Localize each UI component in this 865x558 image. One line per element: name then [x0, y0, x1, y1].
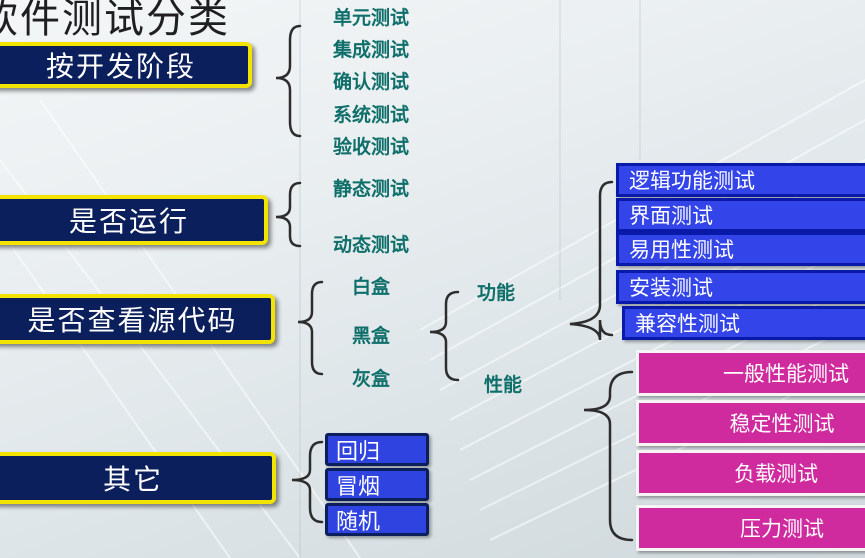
- other-smoke: 冒烟: [325, 468, 429, 501]
- other-smoke-label: 冒烟: [336, 474, 381, 500]
- performance-test-stress-label: 压力测试: [740, 517, 824, 541]
- performance-test-stability-label: 稳定性测试: [729, 412, 835, 436]
- other-regression: 回归: [325, 433, 429, 466]
- performance-test-stability: 稳定性测试: [636, 400, 865, 446]
- leaf-system-test: 系统测试: [333, 104, 410, 126]
- category-dev-stage-label: 按开发阶段: [45, 50, 196, 83]
- bracket-other: [291, 440, 324, 524]
- category-run-label: 是否运行: [68, 205, 189, 238]
- performance-test-general: 一般性能测试: [636, 350, 865, 396]
- category-dev-stage: 按开发阶段: [0, 42, 252, 88]
- branch-functional: 功能: [477, 282, 516, 304]
- functional-test-install-label: 安装测试: [629, 276, 713, 300]
- bracket-source: [297, 280, 324, 376]
- performance-test-stress: 压力测试: [636, 505, 865, 551]
- leaf-dynamic-test: 动态测试: [333, 234, 410, 256]
- bracket-functional: [569, 180, 614, 341]
- bracket-run: [275, 181, 302, 248]
- leaf-blackbox: 黑盒: [352, 325, 391, 347]
- other-regression-label: 回归: [336, 439, 381, 465]
- category-run: 是否运行: [0, 195, 268, 245]
- functional-test-ui: 界面测试: [616, 198, 865, 232]
- functional-test-compat: 兼容性测试: [622, 306, 865, 340]
- leaf-acceptance-confirm-test: 确认测试: [333, 71, 410, 93]
- leaf-static-test: 静态测试: [333, 178, 410, 200]
- functional-test-install: 安装测试: [616, 270, 865, 304]
- other-random: 随机: [325, 503, 429, 536]
- functional-test-compat-label: 兼容性测试: [635, 312, 740, 336]
- page-title: 软件测试分类: [0, 0, 230, 42]
- functional-test-logic: 逻辑功能测试: [616, 163, 865, 197]
- bracket-blackbox: [429, 290, 460, 382]
- functional-test-logic-label: 逻辑功能测试: [629, 169, 755, 193]
- functional-test-ui-label: 界面测试: [629, 204, 713, 228]
- category-other: 其它: [0, 452, 276, 504]
- functional-test-usability-label: 易用性测试: [629, 238, 734, 262]
- performance-test-load-label: 负载测试: [734, 462, 818, 486]
- leaf-integration-test: 集成测试: [333, 39, 410, 61]
- category-source-label: 是否查看源代码: [27, 304, 238, 337]
- leaf-whitebox: 白盒: [352, 276, 391, 298]
- leaf-acceptance-test: 验收测试: [333, 136, 410, 158]
- functional-test-usability: 易用性测试: [616, 232, 865, 266]
- performance-test-load: 负载测试: [636, 450, 865, 496]
- leaf-unit-test: 单元测试: [333, 7, 410, 29]
- bracket-performance: [583, 370, 634, 542]
- leaf-graybox: 灰盒: [352, 368, 391, 390]
- bracket-dev-stage: [275, 24, 302, 138]
- other-random-label: 随机: [336, 509, 381, 535]
- performance-test-general-label: 一般性能测试: [723, 362, 849, 386]
- category-source: 是否查看源代码: [0, 294, 275, 344]
- branch-performance: 性能: [484, 374, 523, 396]
- category-other-label: 其它: [102, 463, 163, 496]
